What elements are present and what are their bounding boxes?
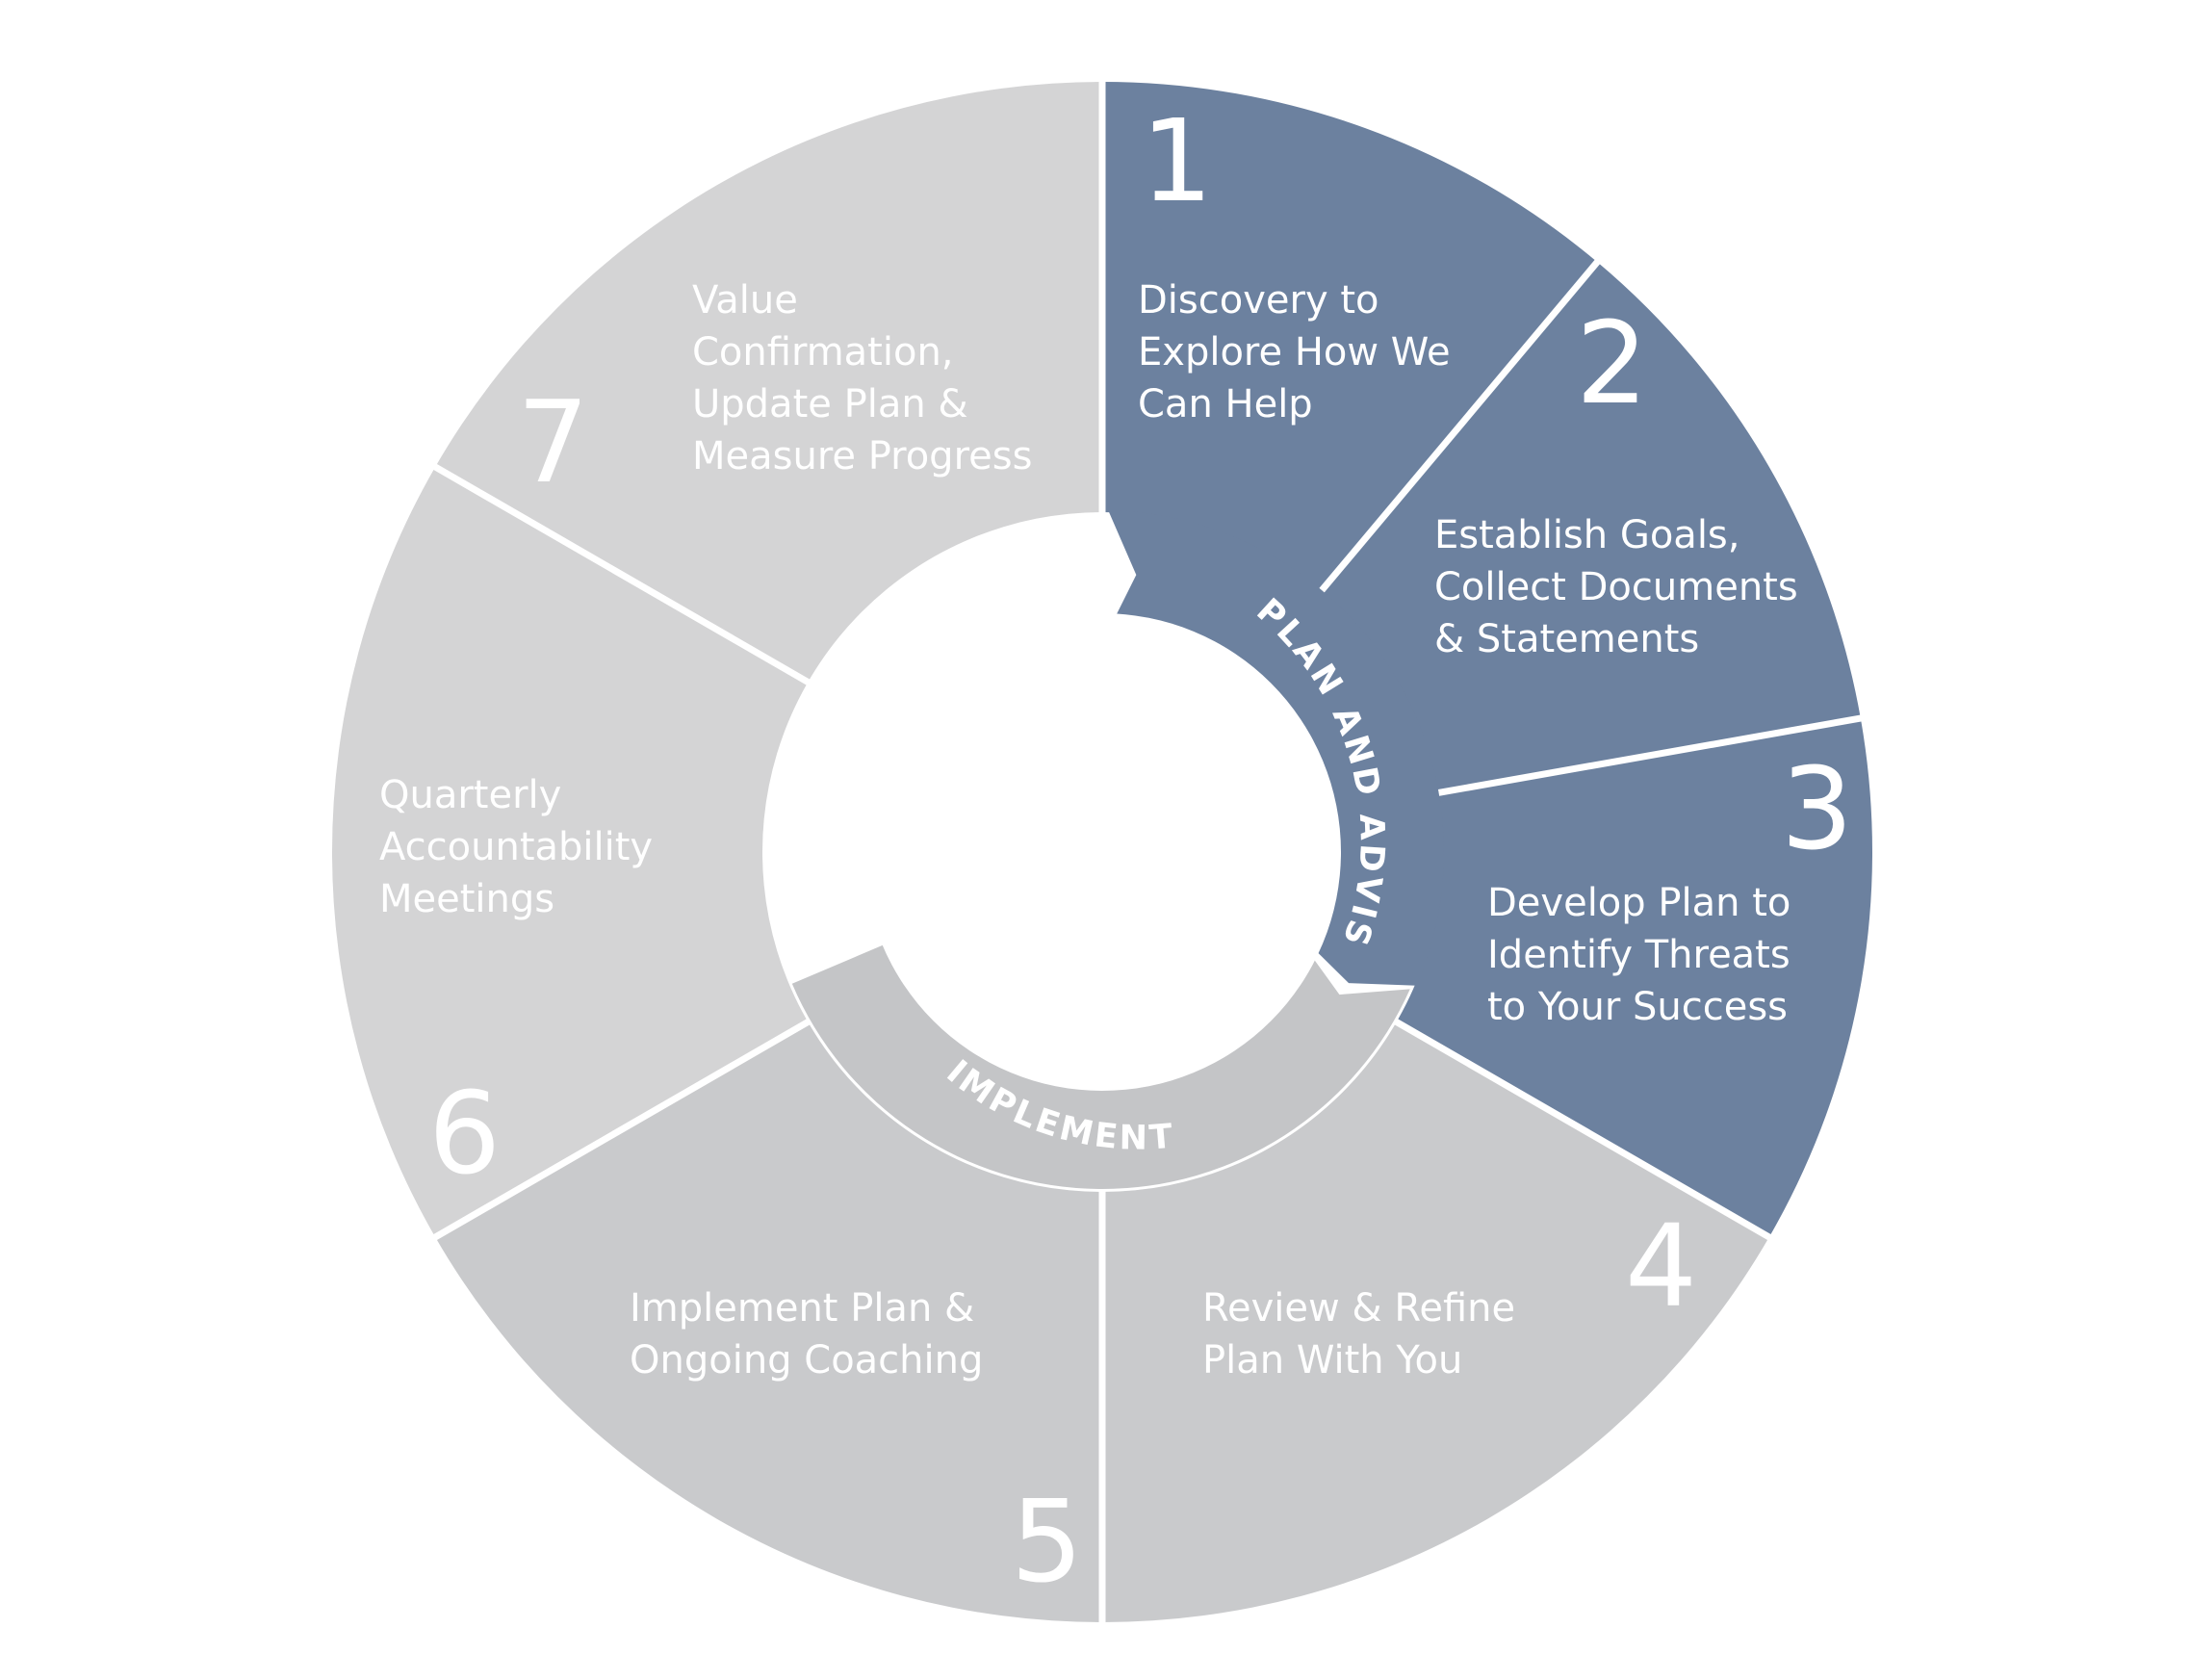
segment-4-line: Review & Refine <box>1202 1286 1515 1331</box>
segment-1-line: Discovery to <box>1138 278 1379 323</box>
segment-3-description: Develop Plan to Identify Threats to Your S… <box>1487 881 1791 1029</box>
segment-3 <box>1388 718 1872 1237</box>
dividers-layer <box>429 77 1867 1627</box>
segment-5-line: Implement Plan & <box>630 1286 974 1331</box>
segment-divider-7 <box>429 461 827 695</box>
segment-divider-2 <box>1305 256 1604 609</box>
segment-5-description: Implement Plan & Ongoing Coaching <box>630 1286 983 1383</box>
segment-7-line: Update Plan & <box>692 382 968 426</box>
segments-layer <box>331 82 1872 1622</box>
segment-1-description: Discovery to Explore How We Can Help <box>1138 278 1451 426</box>
segment-7-number: 7 <box>517 375 589 508</box>
segment-6-line: Meetings <box>379 877 554 921</box>
segment-4-line: Plan With You <box>1202 1338 1462 1383</box>
segment-2-number: 2 <box>1576 297 1648 429</box>
segment-6-line: Accountability <box>379 825 653 869</box>
segment-2-description: Establish Goals, Collect Documents & State… <box>1434 513 1798 661</box>
segment-6-number: 6 <box>428 1067 501 1200</box>
segment-4-number: 4 <box>1625 1200 1697 1332</box>
segment-divider-6 <box>429 1009 827 1243</box>
segment-divider-4 <box>1378 1009 1775 1243</box>
segment-2-line: Collect Documents <box>1434 565 1798 609</box>
segment-3-number: 3 <box>1781 742 1853 875</box>
segment-1-line: Explore How We <box>1138 330 1451 375</box>
segment-5 <box>435 1017 1102 1622</box>
segment-1-number: 1 <box>1141 94 1213 227</box>
segment-3-line: to Your Success <box>1487 985 1788 1029</box>
segment-7-line: Measure Progress <box>692 434 1032 478</box>
segment-7-line: Value <box>692 278 798 323</box>
segment-divider-3 <box>1417 713 1867 800</box>
segment-2 <box>1314 262 1861 795</box>
segment-5-number: 5 <box>1011 1475 1083 1608</box>
segment-3-line: Develop Plan to <box>1487 881 1791 925</box>
segment-6 <box>331 467 816 1237</box>
segment-1-line: Can Help <box>1138 382 1313 426</box>
segment-3-line: Identify Threats <box>1487 933 1791 977</box>
implement-arrow <box>791 936 1410 1189</box>
segment-1 <box>1102 82 1598 600</box>
segment-4 <box>1102 1017 1769 1622</box>
segment-7-line: Confirmation, <box>692 330 954 375</box>
segment-7 <box>435 82 1102 687</box>
segment-5-line: Ongoing Coaching <box>630 1338 983 1383</box>
segment-2-line: Establish Goals, <box>1434 513 1739 557</box>
inner-hole <box>863 613 1341 1091</box>
segment-2-line: & Statements <box>1434 617 1699 661</box>
segment-6-line: Quarterly <box>379 773 561 817</box>
plan-and-advise-arrow <box>1105 510 1444 986</box>
